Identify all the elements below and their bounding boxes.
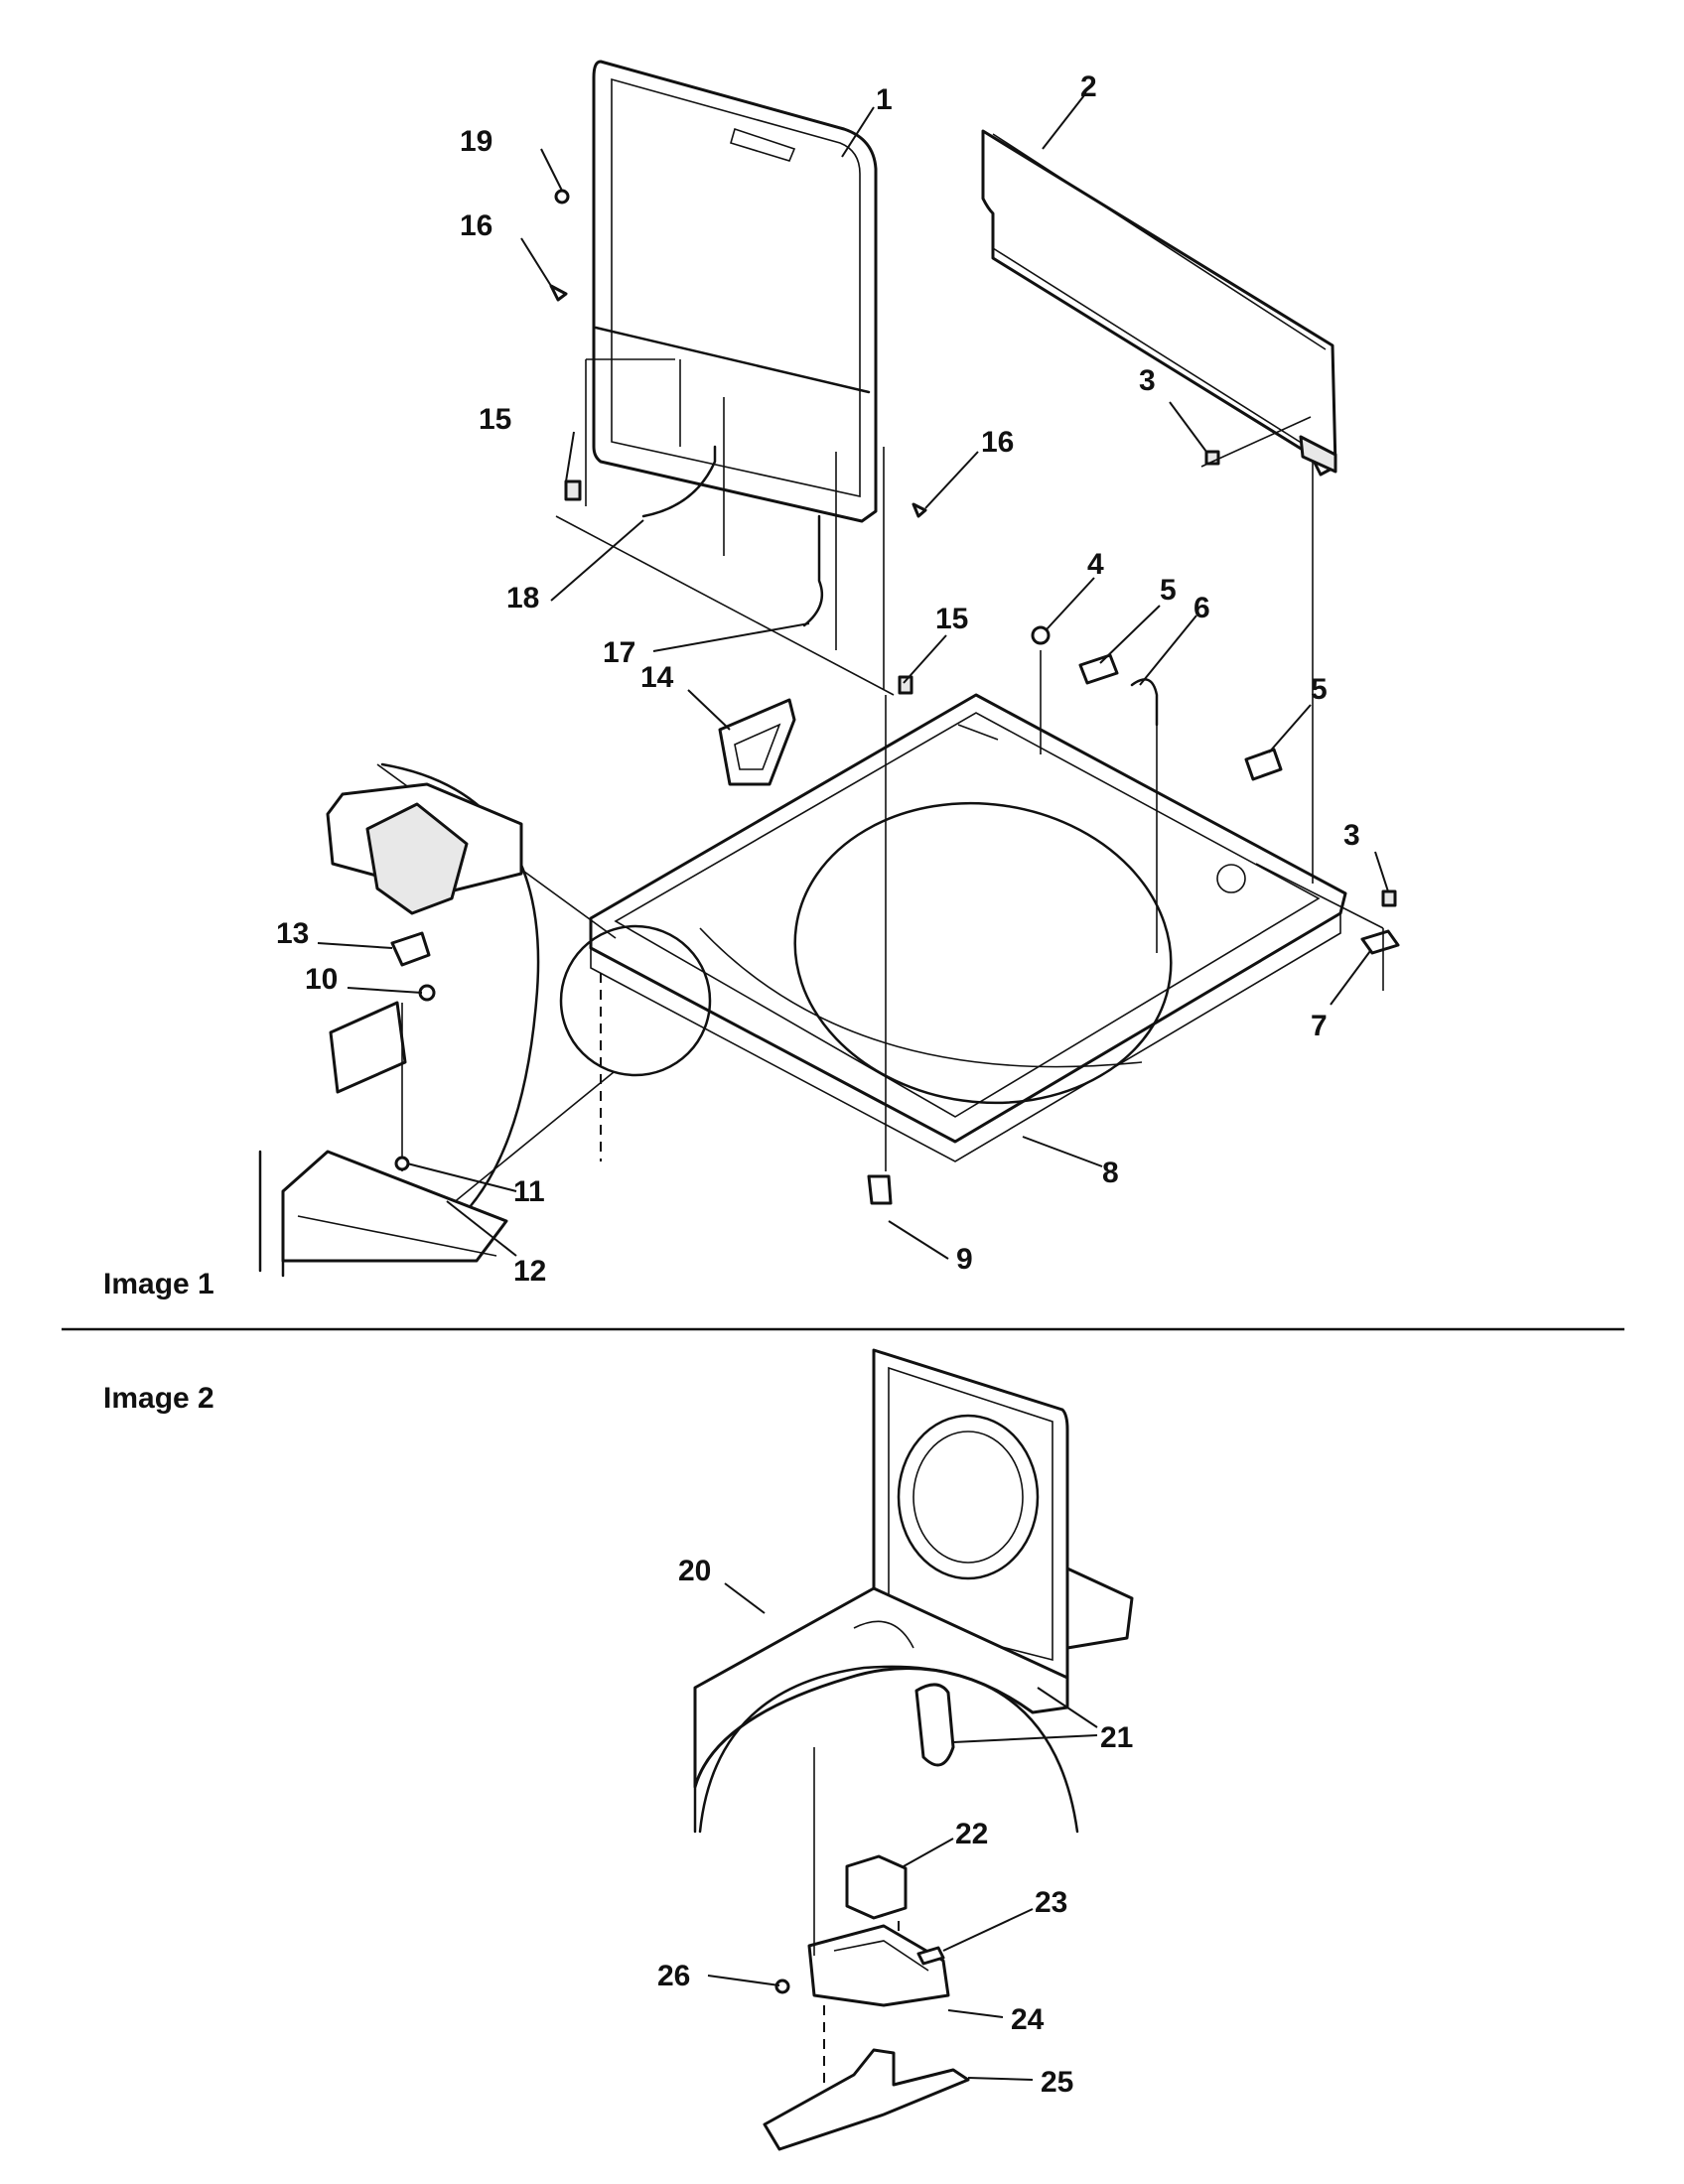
lid-switch-assembly [763,1747,970,2151]
callout-13: 13 [276,917,309,950]
wire-17 [802,514,824,627]
image-2-caption: Image 2 [103,1382,214,1415]
switch-22 [845,1854,908,1920]
callout-15-left: 15 [479,403,511,436]
bracket-7 [1360,929,1400,955]
hinge-21 [914,1683,955,1767]
callout-8: 8 [1102,1157,1119,1189]
callout-6: 6 [1193,592,1210,624]
clip-6 [1130,678,1159,727]
callout-1: 1 [876,83,893,116]
clip-15-left [564,479,582,501]
callout-16-left: 16 [460,209,492,242]
callout-15-right: 15 [935,603,968,635]
detail-inset [258,762,540,1278]
callout-11: 11 [513,1175,545,1208]
leader-lines [317,94,1389,1260]
callout-18: 18 [506,582,539,614]
rear-bracket-part [981,129,1337,477]
callout-labels-2: 20 21 22 23 26 24 25 [657,1555,1133,2099]
callout-12: 12 [513,1255,546,1288]
callout-24: 24 [1011,2003,1045,2036]
callout-14: 14 [640,661,674,694]
callout-19: 19 [460,125,492,158]
open-lid-part [872,1348,1134,1680]
latch-13 [390,931,431,967]
dispenser-part [718,698,796,786]
label-5-lower [1244,748,1283,781]
screw-16-right [912,502,927,518]
callout-labels: 1 2 19 16 3 15 16 18 17 15 14 4 5 6 5 3 … [276,70,1360,1288]
clip-15-right [898,675,913,695]
callout-16-right: 16 [981,426,1014,459]
screw-23 [916,1946,945,1966]
callout-20: 20 [678,1555,711,1587]
callout-23: 23 [1035,1886,1067,1919]
callout-21: 21 [1100,1721,1133,1754]
switch-bracket-24 [807,1924,950,2007]
screw-19 [554,189,570,205]
screw-16-left [549,284,568,302]
alignment-lines [555,358,1384,1171]
callout-2: 2 [1080,70,1097,103]
image-2-panel: Image 2 [103,1348,1134,2151]
image-1-panel: 1 2 19 16 3 15 16 18 17 15 14 4 5 6 5 3 … [103,60,1400,1300]
callout-22: 22 [955,1818,988,1850]
clip-9 [867,1174,893,1205]
callout-4: 4 [1087,548,1104,581]
callout-10: 10 [305,963,338,996]
screw-10 [418,984,436,1002]
screw-4 [1031,625,1051,645]
top-panel-part [589,693,1347,1162]
callout-5-upper: 5 [1160,574,1177,607]
lid-part [592,60,878,523]
image-1-caption: Image 1 [103,1268,214,1300]
callout-3-lower: 3 [1343,819,1360,852]
callout-26: 26 [657,1960,690,1992]
nut-3-lower [1381,889,1397,907]
callout-3-upper: 3 [1139,364,1156,397]
screw-26 [774,1979,790,1994]
actuator-25 [763,2048,970,2151]
callout-9: 9 [956,1243,973,1276]
callout-25: 25 [1041,2066,1073,2099]
screw-11 [394,1156,410,1171]
label-5-upper [1078,653,1119,685]
cabinet-top-part [693,1586,1079,1834]
leader-lines-2 [707,1582,1098,2081]
callout-5-lower: 5 [1311,673,1328,706]
callout-7: 7 [1311,1010,1328,1042]
wire-18 [641,445,717,518]
callout-17: 17 [603,636,635,669]
